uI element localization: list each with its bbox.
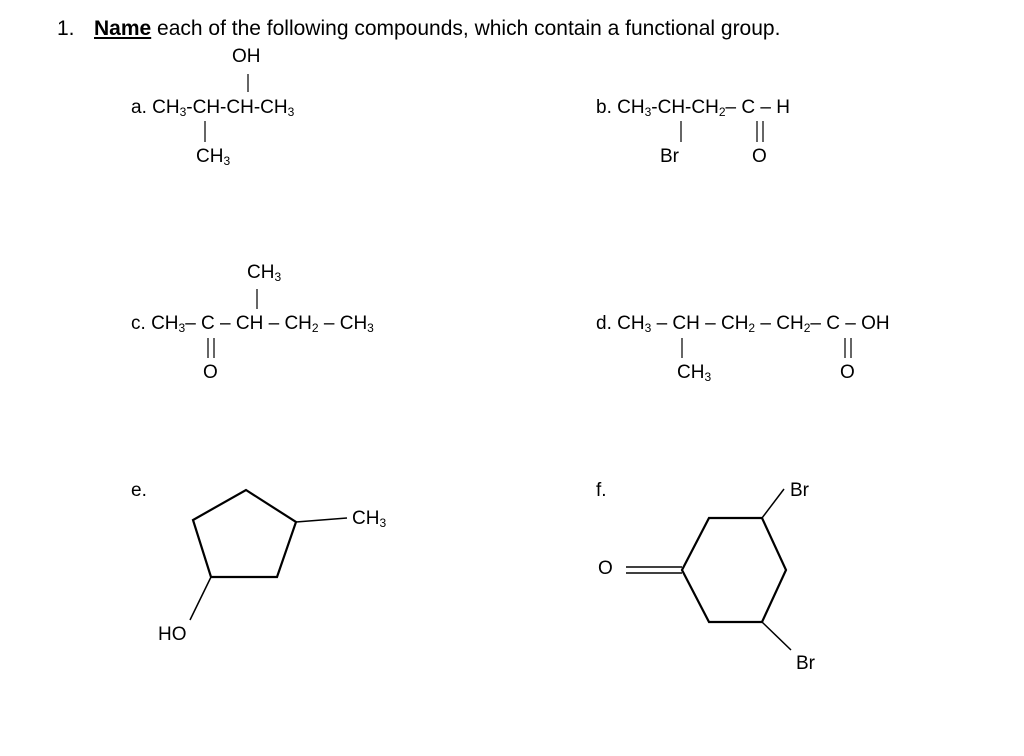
bond-f-br-top — [761, 488, 785, 519]
c-main-chain: c. CH3– C – CH – CH2 – CH3 — [131, 313, 374, 335]
f-br-bottom: Br — [796, 653, 815, 674]
f-br-top: Br — [790, 480, 809, 501]
ring-e-cyclopentane — [191, 488, 298, 579]
a-bottom-ch3: CH3 — [196, 146, 231, 168]
c-bottom-o: O — [203, 362, 218, 383]
c-top-ch3: CH3 — [247, 262, 282, 284]
b-bottom-o: O — [752, 146, 767, 167]
bond-e-ch3 — [295, 517, 348, 523]
d-bottom-ch3: CH3 — [677, 362, 712, 384]
question-number: 1. — [57, 17, 75, 40]
bond-f-br-bottom — [761, 621, 792, 651]
d-bottom-o: O — [840, 362, 855, 383]
question-text: Name each of the following compounds, wh… — [94, 17, 780, 41]
d-main-chain: d. CH3 – CH – CH2 – CH2– C – OH — [596, 313, 890, 335]
question-body: each of the following compounds, which c… — [151, 17, 781, 40]
f-label: f. — [596, 480, 607, 501]
a-top-oh: OH — [232, 46, 261, 67]
bond-e-oh — [189, 576, 212, 621]
ring-f-cyclohexane — [680, 516, 788, 624]
a-main-chain: a. CH3-CH-CH-CH3 — [131, 97, 295, 119]
e-label: e. — [131, 480, 147, 501]
e-substituent-ch3: CH3 — [352, 508, 387, 530]
e-hydroxyl: HO — [158, 624, 187, 645]
b-main-chain: b. CH3-CH-CH2– C – H — [596, 97, 790, 119]
f-oxygen: O — [598, 558, 613, 579]
b-bottom-br: Br — [660, 146, 679, 167]
question-emphasis: Name — [94, 17, 152, 40]
